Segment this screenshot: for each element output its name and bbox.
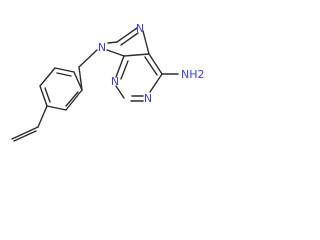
bond-c5-c6: [148, 53, 163, 75]
bond-c5-c6-double: [144, 56, 158, 76]
bond-n9-ch2: [78, 49, 98, 68]
bond-n9-c8: [107, 41, 118, 44]
bond-ring-3-inner: [44, 87, 51, 103]
bond-ch2-ring: [78, 66, 83, 91]
atom-n7: N: [136, 22, 144, 35]
bond-n7-c5: [142, 30, 150, 55]
bond-ring-vinyl: [37, 105, 48, 128]
bond-vinyl-double: [11, 126, 39, 140]
bond-ring-2: [46, 105, 67, 111]
bond-ring-4: [39, 67, 56, 87]
bond-ring-6: [73, 71, 83, 91]
bond-c2-n3: [115, 85, 125, 99]
bond-ring-1-inner: [65, 91, 79, 107]
bond-n3-c4: [115, 55, 125, 78]
imidazole-ring-bonds: [106, 27, 150, 57]
bond-c4-n9: [106, 49, 125, 57]
vinylbenzyl-bonds: [11, 49, 98, 142]
atom-n9: N: [98, 41, 106, 54]
bond-vinyl-double-inner: [13, 130, 37, 142]
bond-c8-n7-double: [120, 32, 139, 46]
atom-n1: N: [144, 92, 152, 105]
bond-ring-1: [65, 89, 83, 111]
bond-c5-c4: [123, 53, 150, 57]
bond-ring-5-inner: [56, 72, 72, 77]
atom-n3: N: [111, 75, 119, 88]
atom-nh2: NH2: [181, 68, 205, 81]
bond-c6-n1: [149, 73, 163, 93]
atom-labels: N N N N NH2: [98, 22, 205, 105]
bond-ring-3: [39, 85, 48, 107]
bond-n3-c4-double: [120, 60, 129, 80]
bond-c8-n7: [116, 27, 138, 43]
pyrimidine-ring-bonds: [115, 53, 179, 102]
bond-ring-5: [54, 67, 75, 73]
chemical-structure: N N N N NH2: [11, 22, 205, 142]
